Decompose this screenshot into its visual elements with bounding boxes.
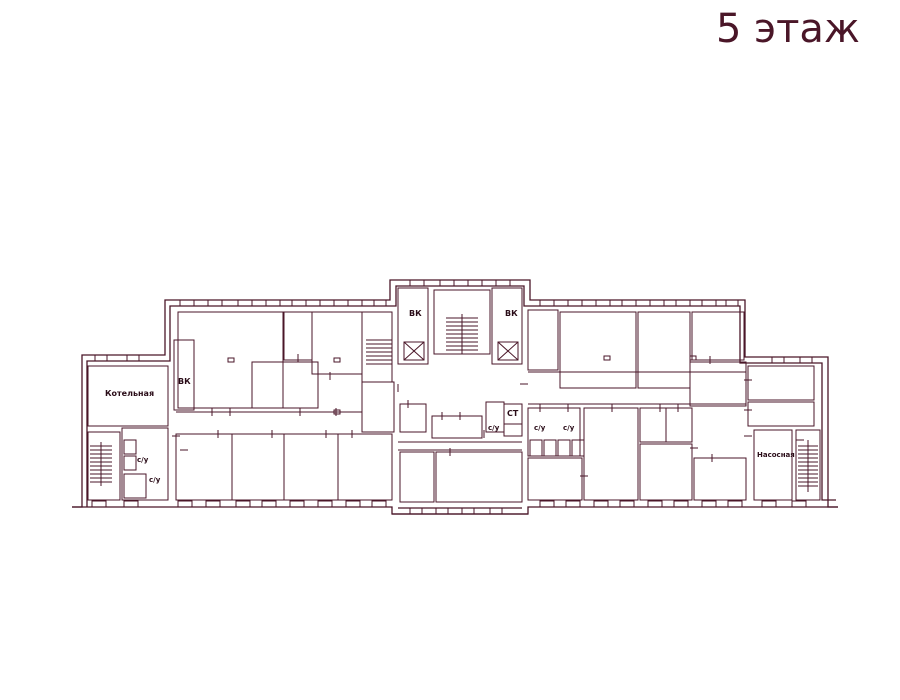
- building-outline: [72, 279, 838, 515]
- room-label-vk-center-left: ВК: [409, 309, 422, 318]
- room-label-wc-center: с/у: [488, 424, 500, 432]
- room-label-st: СТ: [507, 409, 519, 418]
- room-label-boiler: Котельная: [105, 389, 154, 398]
- room-label-vk-left: ВК: [178, 377, 191, 386]
- room-label-wc-right-2: с/у: [563, 424, 575, 432]
- doors: [172, 354, 804, 477]
- floor-title: 5 этаж: [716, 6, 860, 52]
- room-label-wc-right-1: с/у: [534, 424, 546, 432]
- room-label-wc-left-2: с/у: [149, 476, 161, 484]
- room-label-pump: Насосная: [757, 451, 795, 459]
- right-wing: [527, 309, 815, 501]
- windows: [91, 279, 813, 515]
- right-stair: [795, 429, 821, 501]
- center-block: [397, 287, 523, 503]
- room-label-wc-left-1: с/у: [137, 456, 149, 464]
- left-stair: [90, 339, 392, 486]
- room-label-vk-center-right: ВК: [505, 309, 518, 318]
- left-wing: [87, 311, 395, 501]
